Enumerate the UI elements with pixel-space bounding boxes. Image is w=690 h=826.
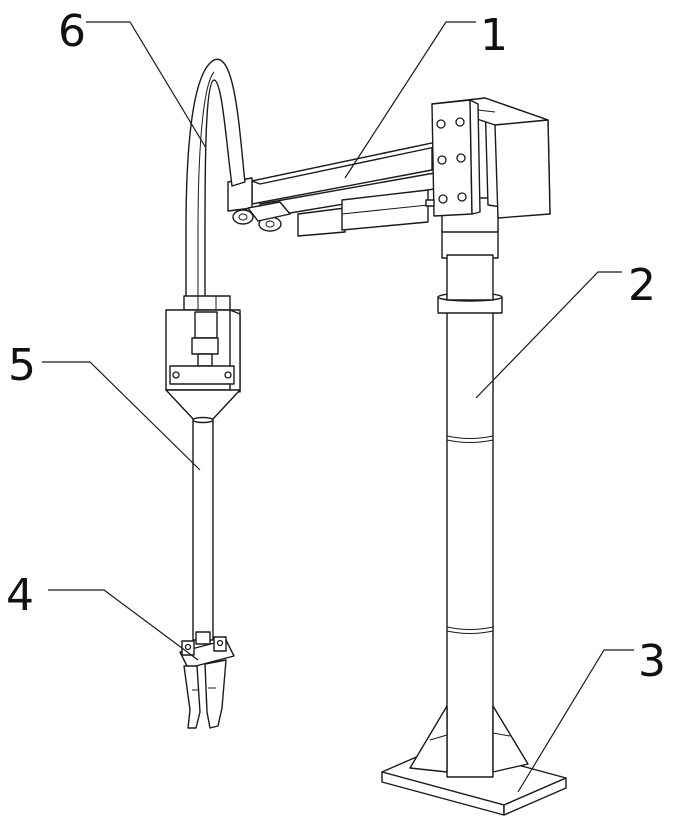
label-part-6: 6 bbox=[58, 6, 86, 57]
label-part-5: 5 bbox=[8, 340, 36, 391]
label-part-2: 2 bbox=[628, 260, 656, 311]
hose bbox=[186, 59, 245, 300]
lifting-rod bbox=[193, 418, 213, 641]
label-part-4: 4 bbox=[6, 570, 34, 621]
cantilever-arm bbox=[228, 143, 440, 236]
label-part-1: 1 bbox=[480, 10, 508, 61]
rotary-head bbox=[426, 98, 550, 218]
gripper bbox=[180, 632, 234, 728]
support-column bbox=[410, 312, 528, 777]
cylinder-housing bbox=[166, 296, 240, 420]
label-part-3: 3 bbox=[638, 636, 666, 687]
